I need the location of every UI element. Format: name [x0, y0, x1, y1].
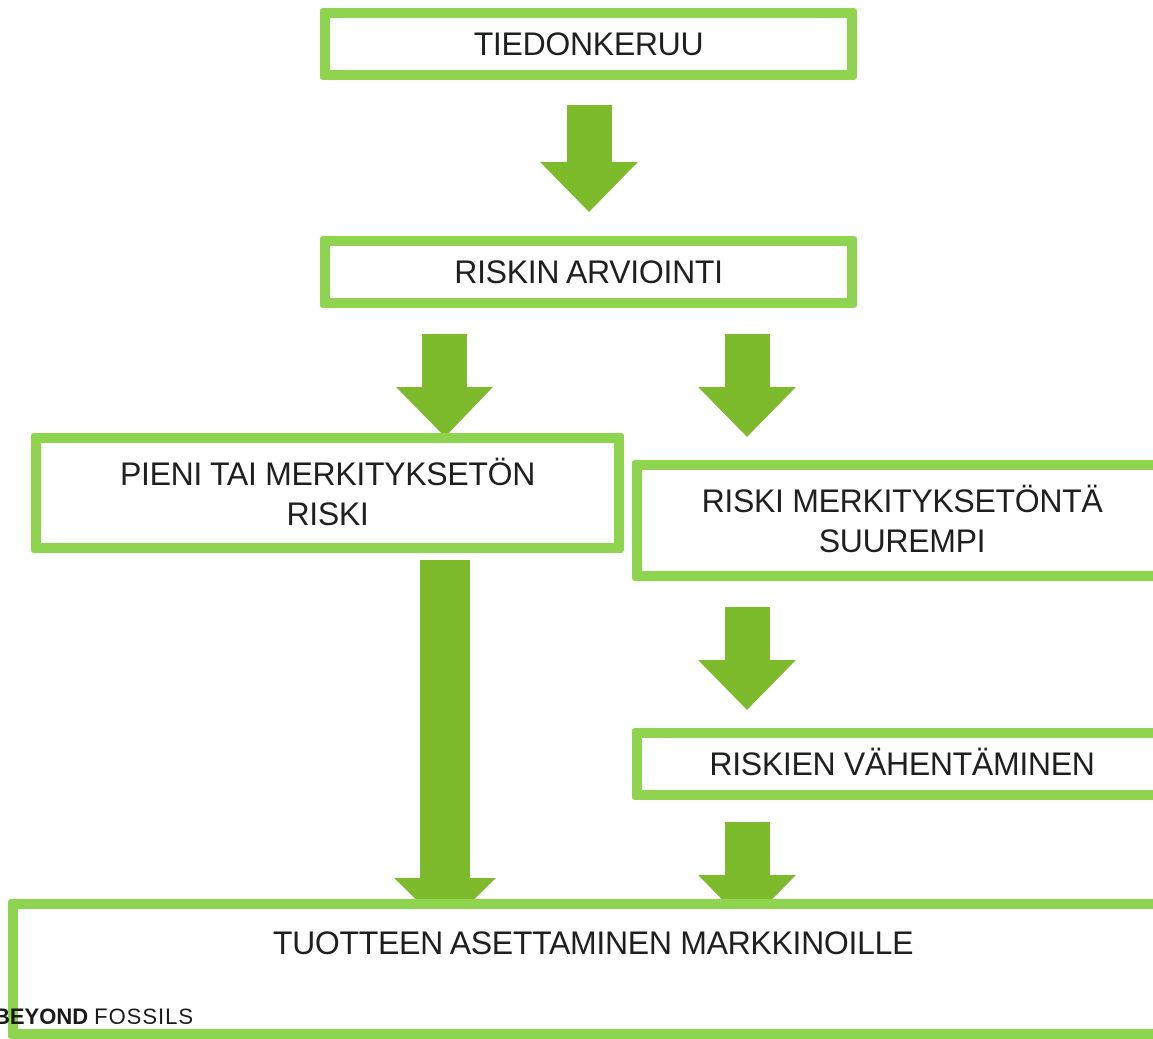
box-risk-assessment-label: RISKIN ARVIOINTI	[454, 254, 723, 290]
box-data-collection-label: TIEDONKERUU	[473, 26, 704, 62]
arrow-to-small-risk	[396, 334, 493, 437]
box-small-risk-line1: PIENI TAI MERKITYKSETÖN	[119, 456, 536, 492]
box-risk-reduction-label: RISKIEN VÄHENTÄMINEN	[709, 746, 1095, 782]
arrow-to-risk-reduction	[698, 607, 796, 710]
brand-logo-light: FOSSILS	[94, 1004, 195, 1029]
box-larger-risk: RISKI MERKITYKSETÖNTÄ SUUREMPI	[632, 460, 1153, 581]
box-risk-assessment: RISKIN ARVIOINTI	[320, 236, 857, 308]
box-market-placement-label: TUOTTEEN ASETTAMINEN MARKKINOILLE	[272, 925, 914, 961]
arrow-to-larger-risk	[698, 334, 796, 437]
arrow-to-risk-assessment	[540, 105, 638, 212]
box-risk-reduction: RISKIEN VÄHENTÄMINEN	[632, 728, 1153, 800]
box-small-risk-line2: RISKI	[286, 496, 369, 532]
box-data-collection: TIEDONKERUU	[320, 8, 857, 80]
box-larger-risk-line2: SUUREMPI	[818, 522, 986, 559]
brand-logo-bold: BEYOND	[0, 1004, 89, 1029]
box-small-risk: PIENI TAI MERKITYKSETÖN RISKI	[31, 433, 624, 553]
box-larger-risk-line1: RISKI MERKITYKSETÖNTÄ	[701, 482, 1103, 519]
arrow-small-risk-to-market	[394, 560, 496, 928]
